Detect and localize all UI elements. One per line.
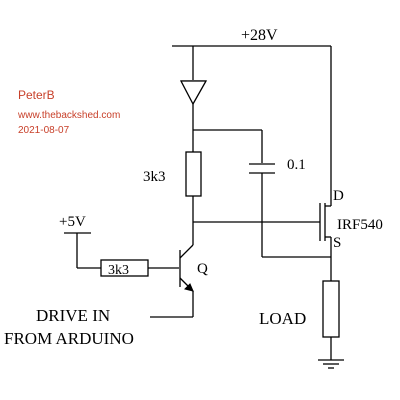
diode-triangle	[179, 80, 208, 106]
ground-icon	[318, 359, 344, 369]
drive-label-line2: FROM ARDUINO	[4, 329, 134, 348]
transistor-symbol	[179, 244, 194, 292]
source-label: S	[333, 235, 341, 251]
mosfet-label: IRF540	[337, 217, 383, 233]
load-label: LOAD	[259, 309, 306, 328]
author-credit: PeterB	[18, 88, 55, 102]
supply-label: +28V	[241, 27, 278, 44]
emitter-arrow-icon	[184, 283, 194, 292]
transistor-collector-lead	[179, 244, 194, 259]
drain-label: D	[333, 188, 344, 204]
collector-resistor	[185, 151, 202, 197]
capacitor-label: 0.1	[287, 157, 306, 173]
capacitor-symbol	[249, 163, 275, 174]
website-credit: www.thebackshed.com	[17, 110, 120, 121]
collector-resistor-label: 3k3	[143, 169, 166, 185]
date-credit: 2021-08-07	[18, 125, 70, 136]
transistor-label: Q	[197, 261, 208, 277]
drive-label-line1: DRIVE IN	[36, 306, 110, 325]
diode-symbol	[179, 80, 208, 106]
load-resistor	[322, 280, 340, 338]
rail-5v-label: +5V	[59, 214, 86, 230]
base-resistor-label: 3k3	[108, 263, 129, 278]
mosfet-symbol	[319, 203, 331, 241]
